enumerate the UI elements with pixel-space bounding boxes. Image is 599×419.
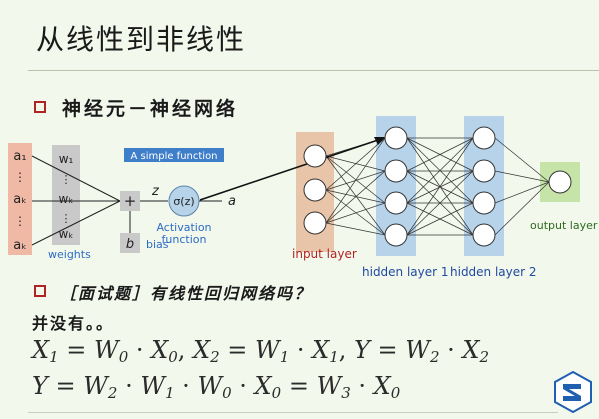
hidden2-node	[472, 191, 496, 215]
network-diagram: input layer hidden layer 1 hidden layer …	[200, 116, 598, 279]
network-edge	[406, 202, 474, 236]
weight-dots-2: ⋮	[61, 212, 72, 225]
hidden-layer-2-label: hidden layer 2	[450, 265, 537, 279]
input-dots-2: ⋮	[14, 214, 26, 228]
z-label: z	[151, 184, 160, 199]
activation-label-2: function	[162, 233, 207, 246]
input-aK: aₖ	[13, 238, 27, 253]
network-edge	[325, 155, 386, 172]
network-edge	[325, 155, 386, 236]
output-node	[548, 170, 572, 194]
bottom-divider	[28, 412, 558, 413]
hidden2-node	[472, 126, 496, 150]
network-edge	[494, 170, 550, 183]
hidden1-node	[384, 126, 408, 150]
network-edges	[325, 137, 550, 236]
network-edge	[325, 189, 386, 236]
weight-w1: w₁	[59, 152, 74, 166]
input-line-1	[31, 155, 121, 202]
weight-dots-1: ⋮	[61, 173, 72, 186]
brand-logo-icon	[554, 370, 592, 414]
neuron-diagram: a₁ ⋮ aₖ ⋮ aₖ w₁ ⋮ wₖ ⋮ wₖ weights + b bi…	[8, 143, 236, 261]
activation-label-1: Activation	[156, 221, 211, 234]
output-symbol: a	[228, 194, 236, 209]
input-a1: a₁	[13, 149, 26, 164]
hidden1-node	[384, 191, 408, 215]
network-edge	[406, 170, 474, 236]
sum-box	[120, 191, 140, 211]
network-edge	[325, 155, 386, 204]
input-node	[303, 211, 327, 235]
network-edge	[325, 170, 386, 224]
section-heading: 神经元－神经网络	[62, 98, 239, 120]
input-layer-label: input layer	[292, 247, 357, 261]
weight-wK: wₖ	[59, 227, 74, 241]
title-divider	[28, 70, 599, 71]
network-edge	[325, 137, 386, 224]
network-edge	[494, 181, 550, 236]
input-ak: aₖ	[13, 192, 27, 207]
hidden1-node	[384, 159, 408, 183]
interview-question: ［面试题］有线性回归网络吗？	[60, 284, 313, 303]
network-edge	[494, 181, 550, 204]
activation-symbol: σ(z)	[173, 195, 194, 208]
neuron-to-network-arrow	[200, 138, 382, 201]
simple-function-badge	[124, 148, 224, 162]
bias-label: bias	[146, 238, 169, 251]
network-edge	[325, 222, 386, 236]
equation-line-2: Y = W2 · W1 · W0 · X0 = W3 · X0	[32, 372, 401, 402]
weights-label: weights	[48, 248, 91, 261]
bullet-square-icon	[34, 285, 46, 297]
network-edge	[406, 137, 474, 204]
network-edge	[406, 137, 474, 172]
bias-box	[120, 233, 140, 253]
network-edge	[325, 202, 386, 224]
network-edge	[406, 137, 474, 236]
input-line-3	[31, 200, 121, 246]
input-node	[303, 178, 327, 202]
arrow-head-icon	[374, 137, 385, 145]
hidden1-node	[384, 223, 408, 247]
hidden-layer-1-label: hidden layer 1	[362, 265, 449, 279]
bias-symbol: b	[126, 237, 134, 252]
bullet-square-icon	[34, 101, 46, 113]
input-node	[303, 144, 327, 168]
sum-symbol: +	[124, 192, 137, 210]
hidden2-node	[472, 223, 496, 247]
network-edge	[325, 189, 386, 204]
inputs-box	[8, 143, 32, 255]
output-layer-label: output layer	[530, 219, 598, 232]
equation-line-1: X1 = W0 · X0, X2 = W1 · X1, Y = W2 · X2	[32, 336, 490, 366]
simple-function-label: A simple function	[130, 151, 217, 162]
hidden2-node	[472, 159, 496, 183]
answer-text: 并没有。。	[32, 314, 115, 333]
input-dots-1: ⋮	[14, 170, 26, 184]
weight-wk: wₖ	[59, 192, 74, 206]
page-title: 从线性到非线性	[36, 23, 247, 56]
network-edge	[494, 137, 550, 183]
network-edge	[325, 137, 386, 191]
